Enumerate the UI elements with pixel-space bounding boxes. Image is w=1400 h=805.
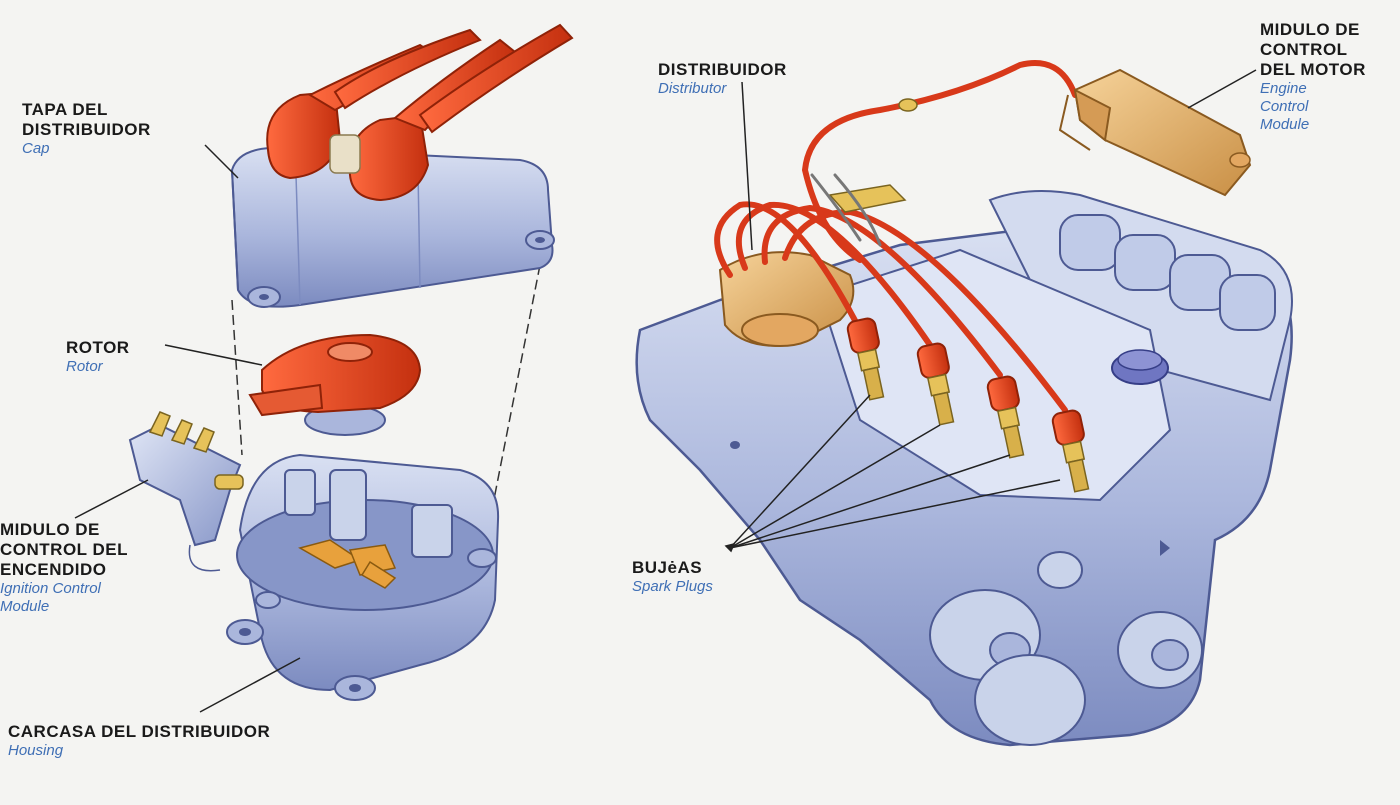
label-housing-en: Housing	[8, 742, 64, 760]
cap-wire-boots	[266, 23, 574, 202]
distributor-exploded-view	[128, 23, 574, 701]
rotor	[248, 333, 422, 436]
label-distributor-en: Distributor	[658, 80, 727, 98]
leader-lines	[74, 69, 1257, 713]
spark-plugs	[846, 317, 1090, 493]
label-spark-plugs-es: BUJėAS	[632, 558, 703, 577]
label-engine-module-en: Engine Control Module	[1260, 80, 1310, 133]
label-rotor-en: Rotor	[66, 358, 103, 376]
label-cap: TAPA DEL DISTRIBUIDOR Cap	[22, 100, 151, 158]
label-housing: CARCASA DEL DISTRIBUIDOR Housing	[8, 722, 270, 760]
distributor-cap	[230, 23, 574, 308]
label-ignition-module-en: Ignition Control Module	[0, 580, 101, 615]
label-distributor-es: DISTRIBUIDOR	[658, 60, 787, 79]
engine-control-module	[1058, 68, 1252, 197]
engine-view	[635, 60, 1293, 747]
label-rotor-es: ROTOR	[66, 338, 130, 357]
ecm-harness	[801, 60, 1078, 263]
engine-block	[635, 190, 1293, 747]
label-engine-module-es: MIDULO DE CONTROL DEL MOTOR	[1260, 20, 1366, 80]
distributor-housing	[226, 453, 500, 701]
alignment-lines	[231, 264, 541, 541]
label-spark-plugs: BUJėAS Spark Plugs	[632, 558, 713, 596]
label-engine-module: MIDULO DE CONTROL DEL MOTOR Engine Contr…	[1260, 20, 1366, 133]
spark-plug-wires	[714, 201, 1068, 413]
label-distributor: DISTRIBUIDOR Distributor	[658, 60, 787, 98]
label-spark-plugs-en: Spark Plugs	[632, 578, 713, 596]
label-housing-es: CARCASA DEL DISTRIBUIDOR	[8, 722, 271, 741]
label-cap-es: TAPA DEL DISTRIBUIDOR	[22, 100, 151, 140]
engine-distributor	[718, 251, 855, 347]
label-ignition-module: MIDULO DE CONTROL DEL ENCENDIDO Ignition…	[0, 520, 128, 616]
ignition-control-module	[128, 411, 244, 572]
label-cap-en: Cap	[22, 140, 50, 158]
label-ignition-module-es: MIDULO DE CONTROL DEL ENCENDIDO	[0, 520, 128, 580]
label-rotor: ROTOR Rotor	[66, 338, 130, 376]
